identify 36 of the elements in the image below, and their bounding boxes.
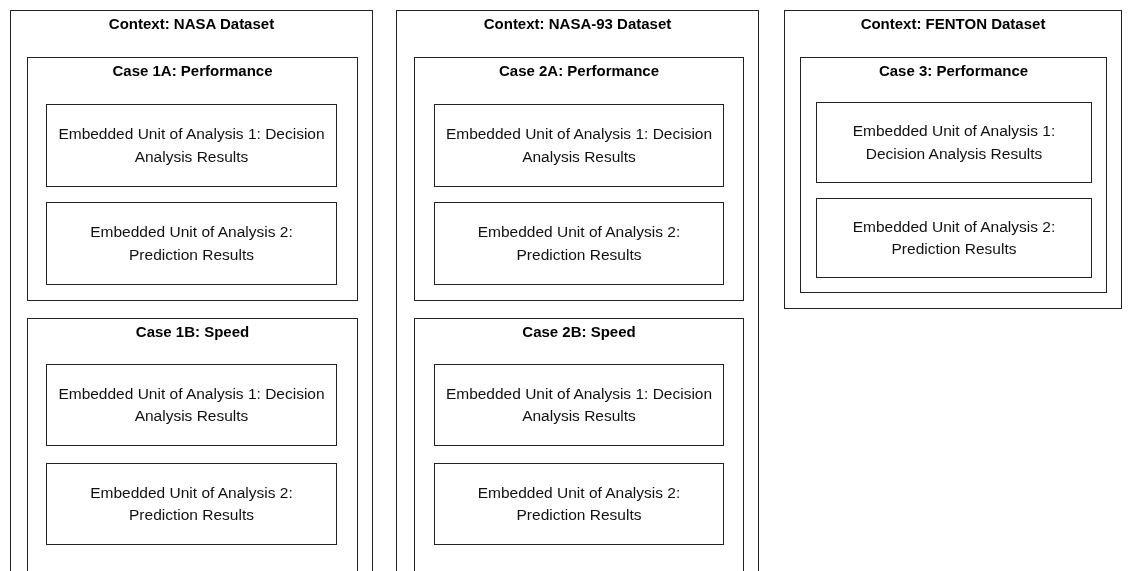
box-heading: Case 1A: Performance: [112, 62, 273, 79]
unit-label: Embedded Unit of Analysis 1: Decision Analysis Results: [851, 121, 1057, 164]
unit-box: [46, 104, 337, 187]
unit-box: [46, 463, 337, 545]
unit-label: Embedded Unit of Analysis 2: Prediction Results: [851, 216, 1057, 259]
case-box: [800, 57, 1107, 293]
unit-label: Embedded Unit of Analysis 1: Decision Analysis Results: [444, 124, 714, 167]
unit-label: Embedded Unit of Analysis 1: Decision Analysis Results: [57, 383, 326, 426]
unit-box: [434, 364, 724, 446]
unit-label: Embedded Unit of Analysis 2: Prediction Results: [89, 222, 294, 265]
context-box: [10, 10, 373, 571]
case-box: [414, 57, 744, 301]
box-heading: Case 2B: Speed: [522, 323, 636, 340]
unit-label: Embedded Unit of Analysis 1: Decision Analysis Results: [57, 124, 326, 167]
case-box: [27, 57, 358, 301]
unit-box: [46, 364, 337, 446]
unit-box: [816, 102, 1092, 183]
unit-box: [434, 463, 724, 545]
unit-box: [816, 198, 1092, 278]
unit-label: Embedded Unit of Analysis 2: Prediction Results: [476, 222, 682, 265]
unit-box: [434, 202, 724, 285]
box-heading: Context: NASA Dataset: [108, 15, 275, 32]
box-heading: Case 3: Performance: [878, 62, 1029, 79]
case-box: [27, 318, 358, 571]
unit-label: Embedded Unit of Analysis 2: Prediction Results: [476, 482, 682, 525]
unit-box: [434, 104, 724, 187]
context-box: [784, 10, 1122, 309]
unit-label: Embedded Unit of Analysis 2: Prediction Results: [89, 482, 294, 525]
box-heading: Context: NASA-93 Dataset: [483, 15, 672, 32]
unit-box: [46, 202, 337, 285]
unit-label: Embedded Unit of Analysis 1: Decision Analysis Results: [444, 383, 714, 426]
box-heading: Case 2A: Performance: [498, 62, 660, 79]
context-box: [396, 10, 759, 571]
box-heading: Context: FENTON Dataset: [860, 15, 1046, 32]
case-box: [414, 318, 744, 571]
box-heading: Case 1B: Speed: [135, 323, 250, 340]
